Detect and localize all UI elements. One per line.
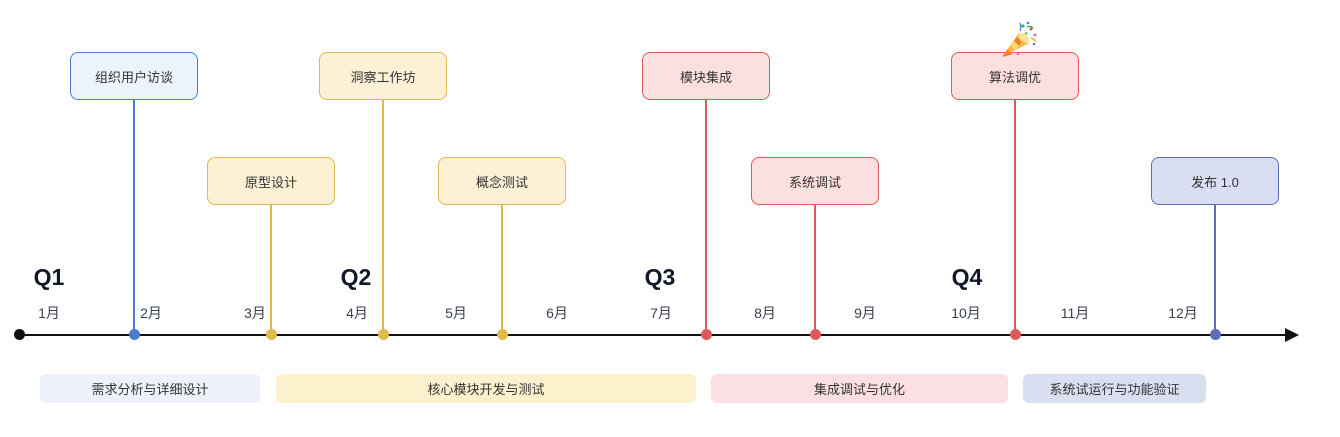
month-label-5: 5月	[445, 305, 467, 321]
milestone-concept-test[interactable]: 概念测试	[438, 157, 566, 205]
milestone-algorithm-tuning[interactable]: 算法调优	[951, 52, 1079, 100]
month-label-8: 8月	[754, 305, 776, 321]
milestone-dot	[701, 329, 712, 340]
milestone-dot	[266, 329, 277, 340]
milestone-module-integration[interactable]: 模块集成	[642, 52, 770, 100]
phase-bar-trial-run[interactable]: 系统试运行与功能验证	[1023, 374, 1206, 403]
milestone-label: 洞察工作坊	[350, 69, 416, 85]
phase-label: 系统试运行与功能验证	[1049, 382, 1180, 397]
milestone-connector	[1214, 205, 1216, 335]
milestone-connector	[501, 205, 503, 335]
milestone-label: 算法调优	[988, 69, 1041, 85]
phase-bar-requirements[interactable]: 需求分析与详细设计	[40, 374, 260, 403]
milestone-dot	[1210, 329, 1221, 340]
milestone-dot	[810, 329, 821, 340]
phase-bar-core-dev[interactable]: 核心模块开发与测试	[276, 374, 696, 403]
month-label-7: 7月	[650, 305, 672, 321]
milestone-label: 组织用户访谈	[94, 69, 173, 85]
milestone-dot	[378, 329, 389, 340]
phase-bar-integration[interactable]: 集成调试与优化	[711, 374, 1008, 403]
quarter-label-q3: Q3	[644, 264, 676, 290]
milestone-prototype-design[interactable]: 原型设计	[207, 157, 335, 205]
month-label-10: 10月	[951, 305, 981, 321]
milestone-label: 发布 1.0	[1191, 174, 1239, 190]
milestone-label: 系统调试	[788, 174, 841, 190]
milestone-connector	[270, 205, 272, 335]
axis-start-dot	[14, 329, 25, 340]
milestone-dot	[497, 329, 508, 340]
month-label-6: 6月	[546, 305, 568, 321]
milestone-dot	[1010, 329, 1021, 340]
milestone-connector	[1014, 100, 1016, 335]
timeline-axis	[19, 334, 1289, 336]
milestone-release-1-0[interactable]: 发布 1.0	[1151, 157, 1279, 205]
milestone-user-interviews[interactable]: 组织用户访谈	[70, 52, 198, 100]
milestone-connector	[705, 100, 707, 335]
month-label-4: 4月	[346, 305, 368, 321]
phase-label: 核心模块开发与测试	[427, 382, 545, 397]
milestone-label: 概念测试	[475, 174, 528, 190]
milestone-label: 原型设计	[244, 174, 297, 190]
axis-arrow-icon	[1285, 328, 1299, 342]
quarter-label-q1: Q1	[33, 264, 65, 290]
milestone-connector	[133, 100, 135, 335]
month-label-11: 11月	[1060, 305, 1090, 321]
milestone-insight-workshop[interactable]: 洞察工作坊	[319, 52, 447, 100]
phase-label: 需求分析与详细设计	[91, 382, 209, 397]
month-label-2: 2月	[140, 305, 162, 321]
phase-label: 集成调试与优化	[813, 382, 905, 397]
quarter-label-q4: Q4	[951, 264, 983, 290]
party-popper-icon	[1002, 21, 1037, 57]
month-label-1: 1月	[38, 305, 60, 321]
milestone-connector	[814, 205, 816, 335]
quarter-label-q2: Q2	[340, 264, 372, 290]
milestone-system-debugging[interactable]: 系统调试	[751, 157, 879, 205]
month-label-12: 12月	[1168, 305, 1198, 321]
month-label-3: 3月	[244, 305, 266, 321]
milestone-label: 模块集成	[679, 69, 732, 85]
milestone-connector	[382, 100, 384, 335]
milestone-dot	[129, 329, 140, 340]
month-label-9: 9月	[854, 305, 876, 321]
